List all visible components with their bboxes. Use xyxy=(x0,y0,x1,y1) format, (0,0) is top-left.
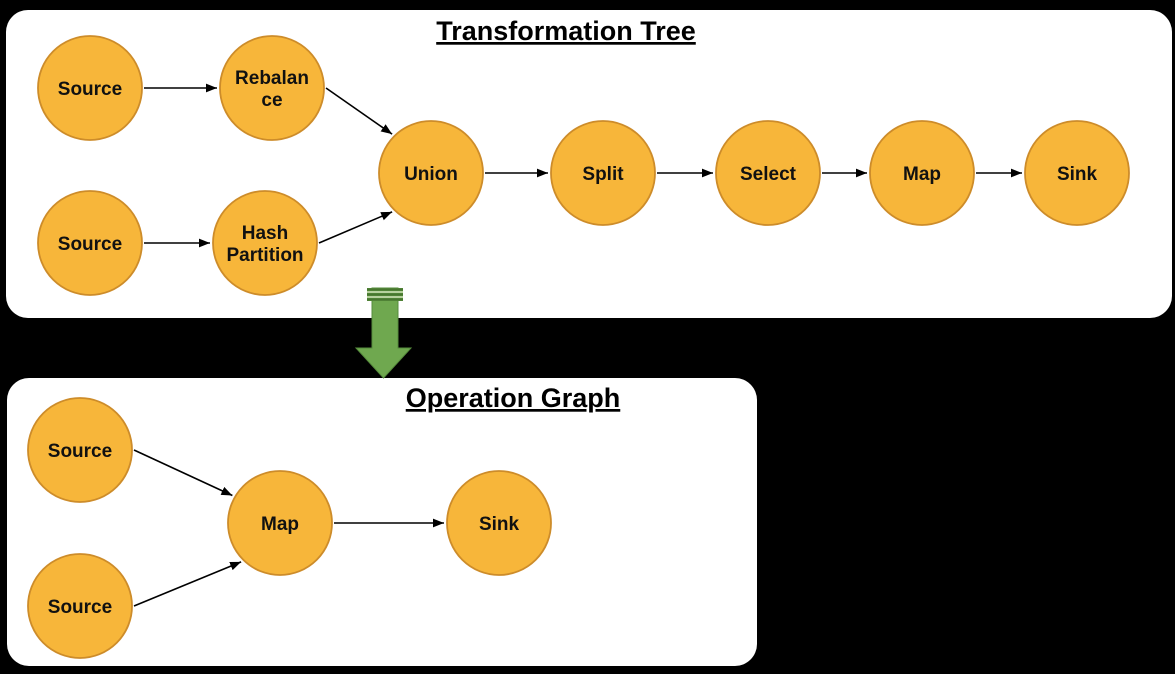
node-sink: Sink xyxy=(1024,120,1130,226)
node-circle xyxy=(446,470,552,576)
node-sink: Sink xyxy=(446,470,552,576)
node-label: Source xyxy=(48,597,112,618)
node-circle xyxy=(37,190,143,296)
node-circle xyxy=(715,120,821,226)
node-union: Union xyxy=(378,120,484,226)
node-label: Source xyxy=(58,79,122,100)
panel-operation-graph xyxy=(7,378,757,666)
node-circle xyxy=(212,190,318,296)
edge-source-2-to-map-arrow xyxy=(133,561,242,607)
node-label: Map xyxy=(903,164,941,185)
node-circle xyxy=(869,120,975,226)
panel-title-transformation-tree: Transformation Tree xyxy=(436,16,696,46)
panel-title-operation-graph: Operation Graph xyxy=(406,383,621,413)
node-circle xyxy=(378,120,484,226)
node-label: Split xyxy=(582,164,624,185)
node-label: Source xyxy=(48,441,112,462)
node-label: Map xyxy=(261,514,299,535)
node-circle xyxy=(219,35,325,141)
node-circle xyxy=(27,397,133,503)
node-map: Map xyxy=(869,120,975,226)
node-circle xyxy=(27,553,133,659)
node-source-2: Source xyxy=(27,553,133,659)
node-circle xyxy=(1024,120,1130,226)
node-label: Union xyxy=(404,164,458,185)
node-label: Source xyxy=(58,234,122,255)
node-label: Sink xyxy=(1057,164,1098,185)
edge-source-1-to-map-arrow xyxy=(133,449,233,497)
node-label: Sink xyxy=(479,514,520,535)
edges-layer xyxy=(133,83,1022,607)
node-circle xyxy=(37,35,143,141)
connector-layer xyxy=(354,287,413,379)
node-circle xyxy=(227,470,333,576)
node-split: Split xyxy=(550,120,656,226)
edge-rebalance-to-union-arrow xyxy=(325,87,393,135)
node-label: Select xyxy=(740,164,797,185)
node-source-2: Source xyxy=(37,190,143,296)
node-source-1: Source xyxy=(27,397,133,503)
edge-hash-partition-to-union-arrow xyxy=(318,211,393,244)
node-source-1: Source xyxy=(37,35,143,141)
node-select: Select xyxy=(715,120,821,226)
node-circle xyxy=(550,120,656,226)
node-map: Map xyxy=(227,470,333,576)
